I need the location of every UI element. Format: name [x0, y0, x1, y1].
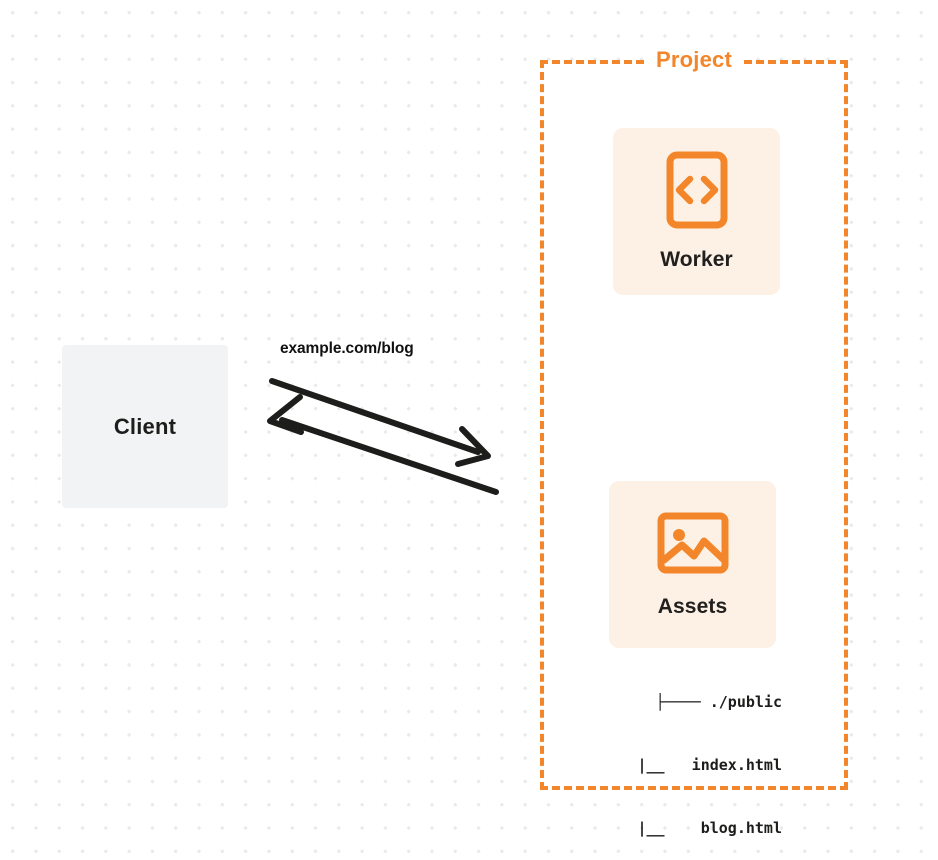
project-title-text: Project — [648, 45, 740, 75]
request-arrow — [269, 378, 491, 467]
client-node[interactable]: Client — [62, 345, 228, 508]
image-icon — [656, 510, 730, 581]
client-label: Client — [113, 413, 177, 439]
worker-label: Worker — [660, 248, 733, 271]
file-tree-row: |__ blog.html — [592, 819, 782, 837]
request-url-label: example.com/blog — [280, 340, 414, 357]
project-group-title: Project — [540, 45, 848, 75]
worker-node[interactable]: Worker — [613, 128, 780, 295]
assets-label: Assets — [657, 595, 728, 618]
file-tree-row: |__ index.html — [592, 756, 782, 774]
file-tree-row: ├──── ./public — [655, 693, 782, 711]
asset-file-tree: ├──── ./public |__ index.html |__ blog.h… — [560, 650, 782, 860]
code-brackets-icon — [665, 151, 729, 234]
assets-node[interactable]: Assets — [609, 481, 776, 648]
response-arrow — [267, 394, 499, 495]
